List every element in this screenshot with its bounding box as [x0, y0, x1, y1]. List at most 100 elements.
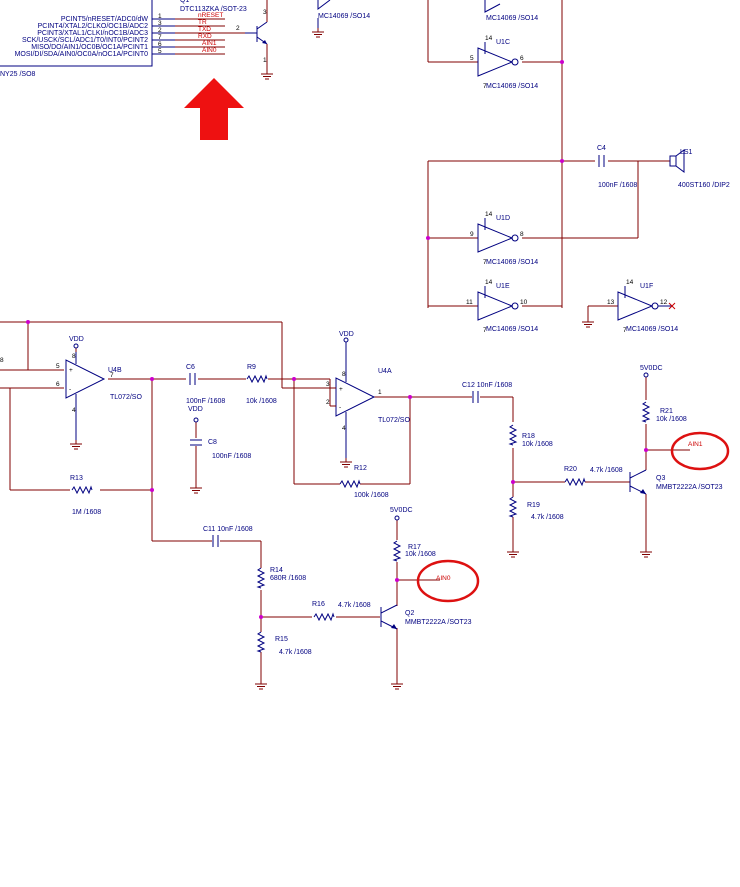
- u1d-pin-out: 8: [520, 231, 524, 238]
- mcu-pin-number: 5: [158, 48, 162, 55]
- u4b-pin-v: 8: [72, 353, 76, 360]
- u4a-pin-out: 1: [378, 389, 382, 396]
- u4b-minus: -: [69, 386, 71, 393]
- r14-ref: R14: [270, 567, 283, 574]
- u1c-ref: U1C: [496, 39, 510, 46]
- analog-junctions: [26, 320, 648, 619]
- u4a-pin-pos: 3: [326, 381, 330, 388]
- u4a-minus: -: [339, 404, 341, 411]
- mcu-pin-name-1: PCINT5/nRESET/ADC0/dW: [61, 16, 149, 23]
- resistor-r13: R13 1M /1608: [70, 475, 101, 516]
- mcu-pin-number: 6: [158, 41, 162, 48]
- c6-ref: C6: [186, 364, 195, 371]
- u4a-plus: +: [339, 386, 343, 393]
- r19-ref: R19: [527, 502, 540, 509]
- rail-5v0dc-a: 5V0DC: [640, 365, 663, 372]
- r17-value: 10k /1608: [405, 551, 436, 558]
- u1e-ref: U1E: [496, 283, 510, 290]
- resistor-r9: R9 10k /1608: [246, 364, 277, 405]
- mcu-pin-number: 2: [158, 27, 162, 34]
- resistor-r20: R20 4.7k /1608: [564, 466, 623, 486]
- ls1-value: 400ST160 /DIP2: [678, 182, 730, 189]
- transistor-q2: Q2 MMBT2222A /SOT23: [380, 604, 472, 690]
- resistor-r21: 5V0DC R21 10k /1608 AIN1: [640, 365, 730, 471]
- r21-ref: R21: [660, 408, 673, 415]
- c4-ref: C4: [597, 145, 606, 152]
- q1-pin-c: 3: [263, 9, 267, 16]
- net-label-ain1: AIN1: [202, 40, 217, 47]
- transistor-q1: Q1 DTC113ZKA /SOT-23 2 3 1: [180, 0, 274, 80]
- resistor-r12: R12 100k /1608: [339, 465, 389, 499]
- capacitor-c4: C4 100nF /1608: [597, 145, 637, 189]
- u1f-pin-out: 12: [660, 299, 668, 306]
- inverter-u1f: 14 U1F 13 12 7 MC14069 /SO14: [581, 279, 678, 334]
- r21-value: 10k /1608: [656, 416, 687, 423]
- u1c-pin-in: 5: [470, 55, 474, 62]
- resistor-r16: R16 4.7k /1608: [312, 601, 371, 621]
- mcu-pin-name-2: PCINT3/XTAL1/CLKI/nOC1B/ADC3: [37, 30, 148, 37]
- mcu-pin-number: 1: [158, 13, 162, 20]
- c8-ref: C8: [208, 439, 217, 446]
- c11-label: C11 10nF /1608: [203, 526, 253, 533]
- q1-value: DTC113ZKA /SOT-23: [180, 6, 247, 13]
- mcu-pin-name-6: MISO/DO/AIN1/OC0B/OC1A/PCINT1: [31, 44, 148, 51]
- net-label-rxd: RXD: [198, 33, 212, 40]
- r12-ref: R12: [354, 465, 367, 472]
- u4b-pin-out: 7: [110, 372, 114, 379]
- u1e-pin-out: 10: [520, 299, 528, 306]
- r16-value: 4.7k /1608: [338, 602, 371, 609]
- analog-wiring: [0, 321, 690, 680]
- inverter-u1c: 14 U1C 5 6 7 MC14069 /SO14: [470, 35, 538, 90]
- r14-value: 680R /1608: [270, 575, 306, 582]
- capacitor-c12: C12 10nF /1608: [462, 382, 512, 403]
- inverter-u1e: 14 U1E 11 10 7 MC14069 /SO14: [466, 279, 538, 334]
- u1d-ref: U1D: [496, 215, 510, 222]
- mcu-footprint-label: NY25 /SO8: [0, 71, 36, 78]
- opamp-u4b: + - VDD 8 4 U4B 7 TL072/SO: [65, 336, 142, 450]
- capacitor-c6: C6 100nF /1608: [186, 364, 225, 405]
- inverter-u1d: 14 U1D 9 8 7 MC14069 /SO14: [470, 211, 538, 266]
- u4b-pin-pos: 5: [56, 363, 60, 370]
- capacitor-c11: C11 10nF /1608: [203, 526, 253, 547]
- u1c-pin7: 7: [483, 83, 487, 90]
- r15-ref: R15: [275, 636, 288, 643]
- u1c-value: MC14069 /SO14: [486, 83, 538, 90]
- r20-ref: R20: [564, 466, 577, 473]
- u4b-pin-g: 4: [72, 407, 76, 414]
- opamp-u4a: + - 3 2 VDD 8 4 U4A 1 TL072/SO: [326, 331, 410, 468]
- r18-value: 10k /1608: [522, 441, 553, 448]
- u4a-ref: U4A: [378, 368, 392, 375]
- u1d-value: MC14069 /SO14: [486, 259, 538, 266]
- rail-5v0dc-b: 5V0DC: [390, 507, 413, 514]
- capacitor-c8: VDD C8 100nF /1608: [188, 406, 251, 494]
- highlight-ring-ain1: [670, 431, 730, 471]
- r13-value: 1M /1608: [72, 509, 101, 516]
- u4b-vdd: VDD: [69, 336, 84, 343]
- u4a-vdd: VDD: [339, 331, 354, 338]
- u4a-pin-v: 8: [342, 371, 346, 378]
- u1-wiring: [427, 0, 670, 318]
- q1-ref: Q1: [180, 0, 189, 4]
- q2-value: MMBT2222A /SOT23: [405, 619, 472, 626]
- r16-ref: R16: [312, 601, 325, 608]
- r9-ref: R9: [247, 364, 256, 371]
- u1f-pin14: 14: [626, 279, 634, 286]
- mcu-pin-name-3: PCINT4/XTAL2/CLKO/OC1B/ADC2: [38, 23, 148, 30]
- net-label-txd: TXD: [198, 26, 211, 33]
- ls1-ref: LS1: [680, 149, 693, 156]
- c6-value: 100nF /1608: [186, 398, 225, 405]
- u1e-value: MC14069 /SO14: [486, 326, 538, 333]
- u4a-pin-neg: 2: [326, 399, 330, 406]
- net-label-nreset: nRESET: [198, 12, 223, 19]
- no-connect-icon: [668, 302, 676, 310]
- mcu-pin-name-5: MOSI/DI/SDA/AIN0/OC0A/nOC1A/PCINT0: [15, 51, 149, 58]
- u1f-pin7: 7: [623, 327, 627, 334]
- u1e-pin14: 14: [485, 279, 493, 286]
- c8-vdd: VDD: [188, 406, 203, 413]
- u1d-pin14: 14: [485, 211, 493, 218]
- u1d-pin7: 7: [483, 259, 487, 266]
- q3-ref: Q3: [656, 475, 665, 482]
- mcu-pin-number: 7: [158, 34, 162, 41]
- net-label-tr: TR: [198, 19, 207, 26]
